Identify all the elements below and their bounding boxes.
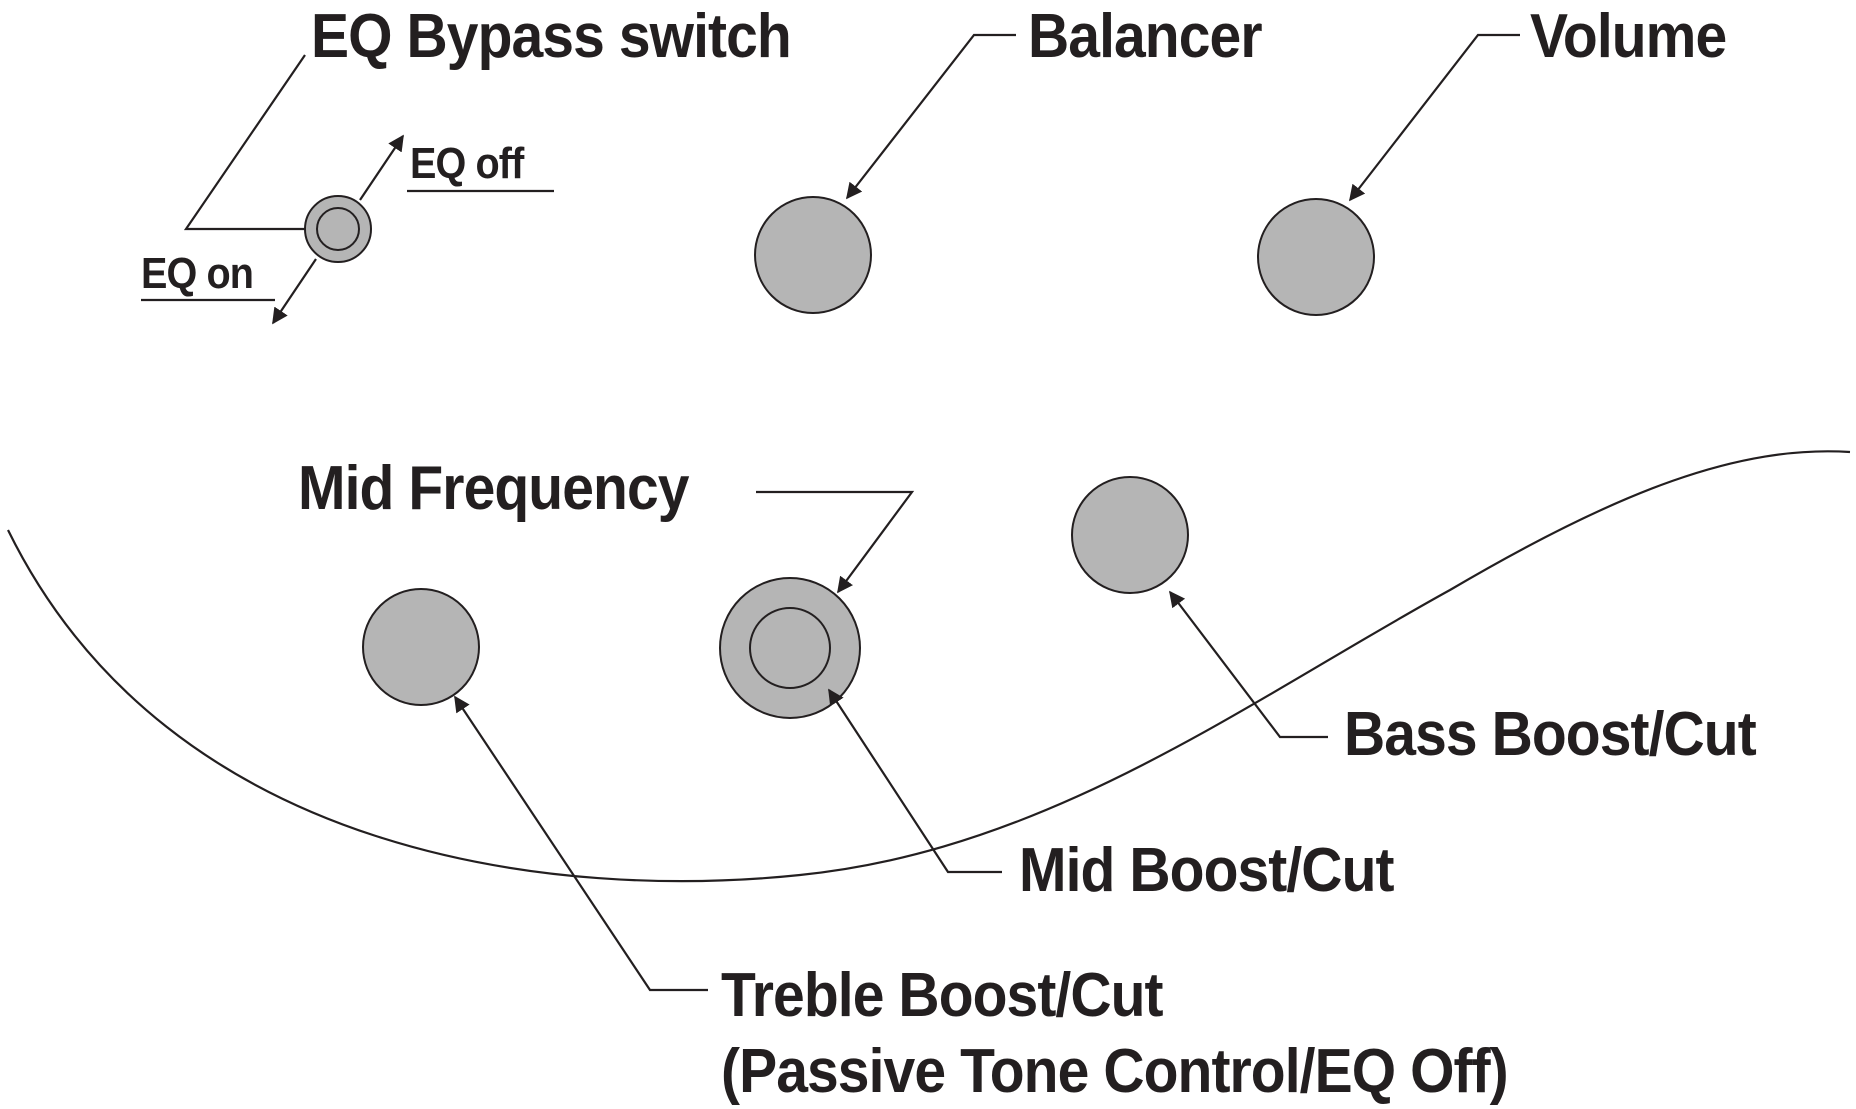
treble-passive-tone-note: (Passive Tone Control/EQ Off): [721, 1036, 1509, 1106]
balancer-label: Balancer: [1028, 2, 1263, 71]
volume-leader-line: [1349, 33, 1520, 202]
eq-off-arrow: [359, 134, 404, 201]
treble-boost-cut-label-group: Treble Boost/Cut (Passive Tone Control/E…: [721, 958, 1509, 1109]
volume-label: Volume: [1530, 2, 1727, 71]
eq-bypass-leader-line: [183, 54, 306, 231]
eq-on-label: EQ on: [141, 249, 254, 298]
mid-frequency-label: Mid Frequency: [298, 454, 689, 523]
bass-boost-cut-leader-line: [1169, 590, 1328, 739]
bass-boost-cut-knob[interactable]: [1071, 476, 1189, 594]
treble-boost-cut-leader-line: [454, 695, 708, 992]
mid-boost-cut-knob[interactable]: [749, 607, 831, 689]
body-edge-curve: [7, 450, 1851, 883]
eq-bypass-switch-label: EQ Bypass switch: [311, 2, 792, 71]
treble-boost-cut-label: Treble Boost/Cut: [721, 961, 1164, 1030]
eq-off-label: EQ off: [410, 139, 524, 188]
mid-boost-cut-label: Mid Boost/Cut: [1019, 836, 1394, 905]
volume-knob[interactable]: [1257, 198, 1375, 316]
balancer-leader-line: [846, 33, 1016, 200]
treble-boost-cut-knob[interactable]: [362, 588, 480, 706]
balancer-knob[interactable]: [754, 196, 872, 314]
eq-on-arrow: [272, 258, 317, 325]
eq-bypass-switch-inner: [316, 207, 360, 251]
eq-bypass-switch[interactable]: [304, 195, 372, 263]
mid-boost-cut-leader-line: [828, 688, 1002, 874]
mid-frequency-leader-line: [756, 490, 915, 594]
bass-boost-cut-label: Bass Boost/Cut: [1344, 700, 1757, 769]
